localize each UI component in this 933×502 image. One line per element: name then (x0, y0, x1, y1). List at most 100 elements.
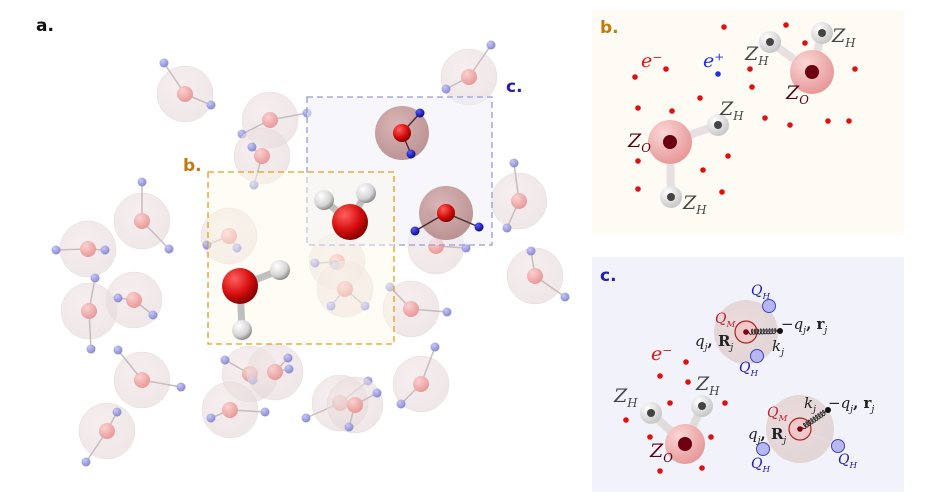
electron (647, 434, 653, 440)
panel-a-label: a. (36, 16, 54, 36)
hydrogen-site (509, 158, 519, 168)
math-label: QH (751, 456, 771, 475)
hydrogen-site (415, 108, 425, 118)
water-molecule (440, 40, 498, 106)
electron (708, 434, 714, 440)
hydrogen-site (260, 407, 270, 417)
hydrogen-site (283, 353, 293, 363)
hydrogen-site (284, 364, 294, 374)
hydrogen-site (410, 226, 420, 236)
hydrogen-site (137, 177, 147, 187)
electron (749, 84, 755, 90)
math-label: ZO (650, 440, 673, 465)
inset-b-label: b. (183, 156, 202, 176)
qh-site (756, 442, 770, 456)
hydrogen-atom (232, 320, 252, 340)
electron (699, 465, 705, 471)
hydrogen-site (249, 180, 259, 190)
hydrogen-site (360, 301, 370, 311)
math-label: −qj, rj (781, 315, 828, 336)
electron (747, 66, 753, 72)
oxygen-atom (221, 228, 237, 244)
water-molecule (246, 343, 304, 401)
electron (685, 379, 691, 385)
oxygen-nucleus (678, 437, 692, 451)
oxygen-atom (99, 423, 115, 439)
hydrogen-site (113, 345, 123, 355)
oxygen-atom (332, 204, 368, 240)
hydrogen-site (206, 100, 216, 110)
hydrogen-atom (356, 183, 376, 203)
electron (663, 66, 669, 72)
oxygen-atom (222, 402, 238, 418)
water-molecule (506, 246, 570, 305)
hydrogen-site (502, 223, 512, 233)
hydrogen-site (113, 293, 123, 303)
oxygen-atom (437, 204, 455, 222)
math-label: QH (838, 452, 858, 471)
core-charge (743, 329, 749, 335)
hydrogen-site (560, 292, 570, 302)
oxygen-atom (413, 376, 429, 392)
electron (719, 189, 725, 195)
water-molecule (113, 345, 186, 409)
math-label: ZH (696, 373, 720, 398)
hydrogen-site (474, 222, 484, 232)
electron (852, 66, 858, 72)
hydrogen-site (159, 58, 169, 68)
hydrogen-site (326, 301, 336, 311)
electron (762, 115, 768, 121)
oxygen-nucleus (805, 65, 819, 79)
math-label: QH (739, 360, 759, 379)
electron (635, 105, 641, 111)
hydrogen-site (301, 413, 311, 423)
electron (787, 122, 793, 128)
math-label: qj, Rj (695, 332, 734, 353)
panel-b-label: b. (600, 18, 619, 38)
math-label: ZH (720, 98, 744, 123)
electron (667, 400, 673, 406)
hydrogen-site (90, 273, 100, 283)
math-label: QM (715, 311, 736, 330)
hydrogen-site (86, 344, 96, 354)
hydrogen-site (344, 422, 354, 432)
math-label: QM (767, 405, 788, 424)
math-label: −qj, rj (828, 394, 875, 415)
hydrogen-site (461, 243, 471, 253)
quantum-water-molecule (222, 260, 290, 340)
polarizable-water-molecule (375, 106, 429, 160)
electron (802, 40, 808, 46)
hydrogen-site (406, 149, 416, 159)
positron-label-b: e⁺ (703, 50, 725, 72)
water-molecule (156, 58, 216, 123)
hydrogen-site (164, 244, 174, 254)
math-label: ZH (745, 43, 769, 68)
water-molecule (105, 271, 163, 329)
electron (657, 468, 663, 474)
electron (683, 359, 689, 365)
hydrogen-site (247, 142, 257, 152)
drude-particle (777, 328, 783, 334)
hydrogen-site (220, 355, 230, 365)
oxygen-atom (126, 292, 142, 308)
oxygen-atom (403, 301, 419, 317)
oxygen-atom (347, 397, 363, 413)
positron (715, 71, 721, 77)
electron (846, 118, 852, 124)
electron (721, 24, 727, 30)
hydrogen-site (372, 388, 382, 398)
hydrogen-site (51, 245, 61, 255)
panel-a-snapshot (51, 40, 570, 467)
water-molecule (392, 342, 450, 413)
hydrogen-site (202, 240, 212, 250)
oxygen-atom (461, 69, 477, 85)
panel-c-background (592, 257, 904, 492)
oxygen-atom (337, 281, 353, 297)
panel-c-label: c. (600, 266, 617, 286)
hydrogen-nucleus (647, 409, 655, 417)
oxygen-atom (222, 268, 258, 304)
electron (635, 158, 641, 164)
hydrogen-site (176, 382, 186, 392)
hydrogen-site (526, 246, 536, 256)
